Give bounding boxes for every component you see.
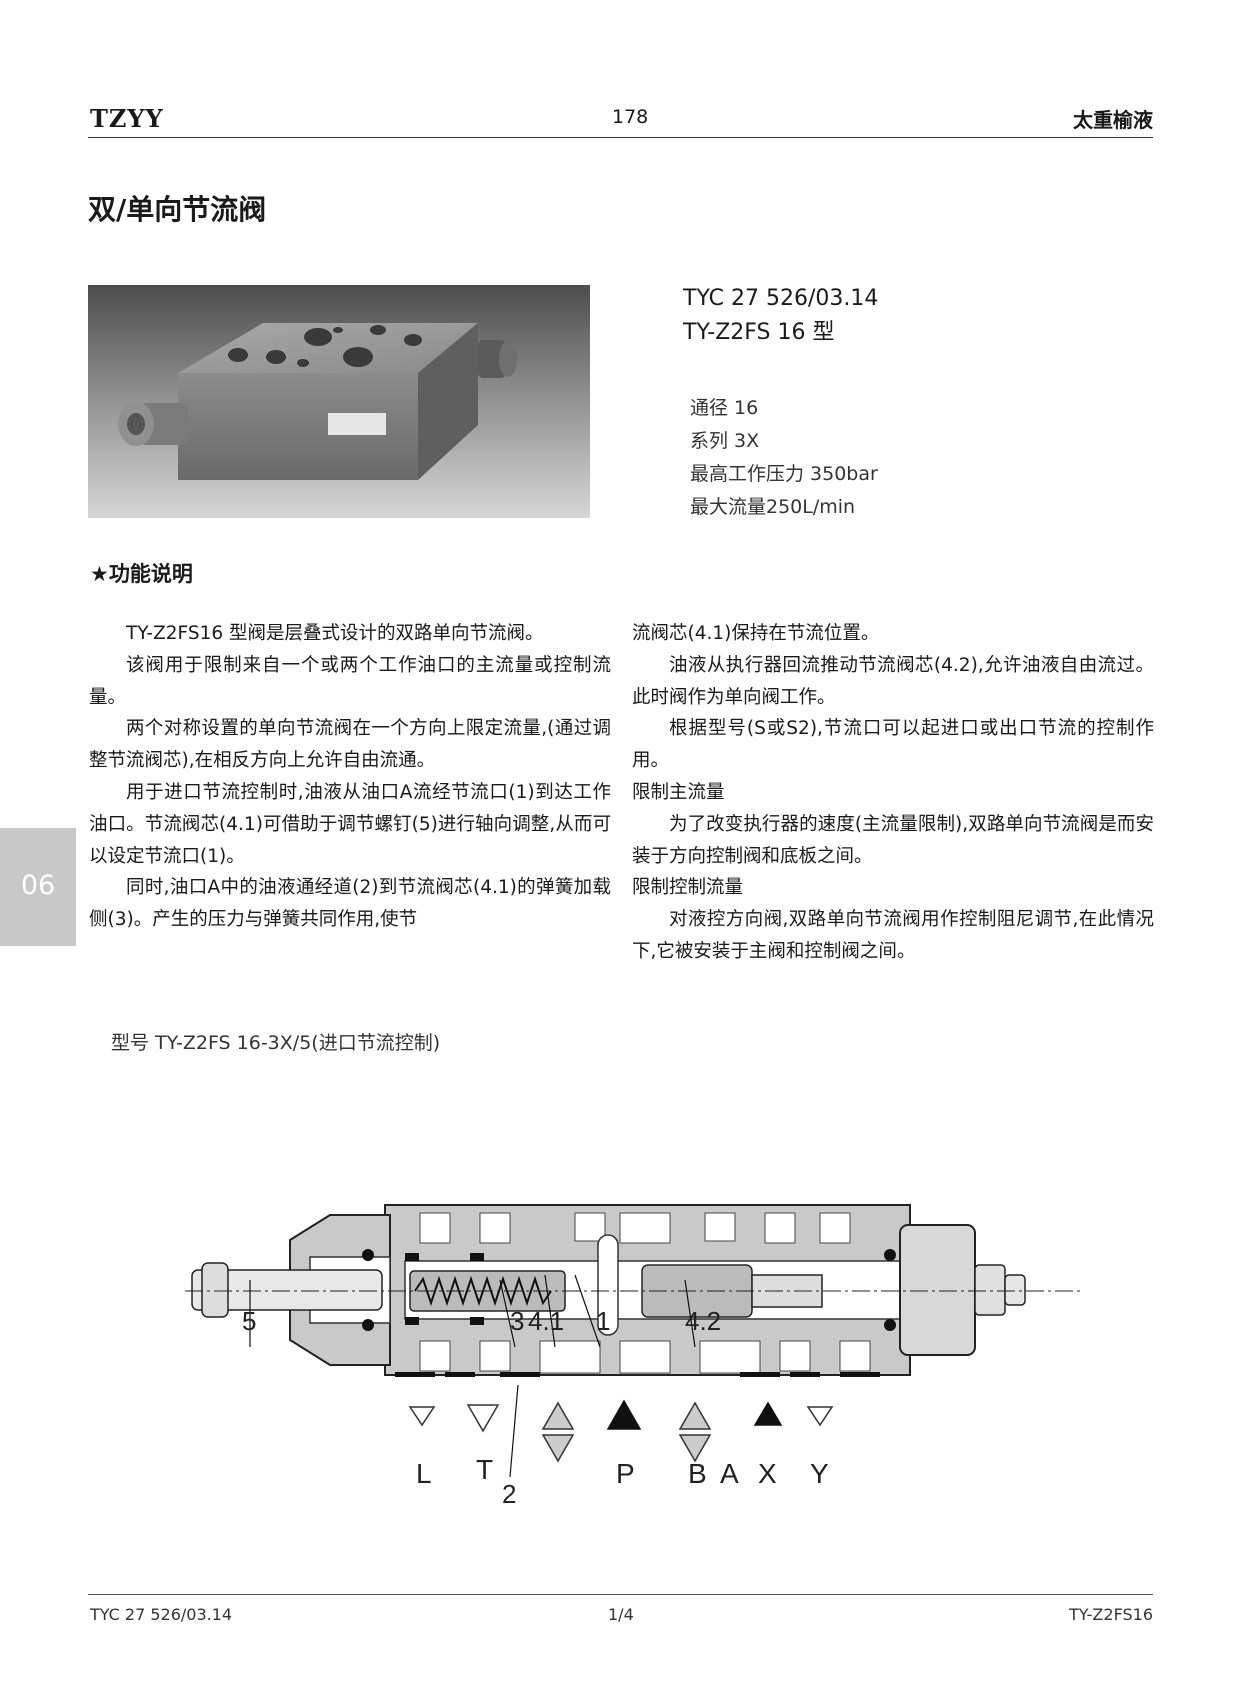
footer-model: TY-Z2FS16 [1069, 1605, 1153, 1624]
paragraph: 对液控方向阀,双路单向节流阀用作控制阻尼调节,在此情况下,它被安装于主阀和控制阀… [632, 909, 1154, 962]
subheading: 限制主流量 [632, 781, 725, 803]
paragraph: 同时,油口A中的油液通经道(2)到节流阀芯(4.1)的弹簧加载侧(3)。产生的压… [89, 877, 611, 931]
paragraph: 两个对称设置的单向节流阀在一个方向上限定流量,(通过调整节流阀芯),在相反方向上… [89, 718, 611, 772]
spec-item: 最高工作压力 350bar [690, 463, 878, 485]
port-label-b: B [688, 1458, 707, 1489]
adjusting-screw [191, 1269, 383, 1311]
footer-doc-code: TYC 27 526/03.14 [90, 1605, 233, 1624]
spec-item: 系列 3X [690, 430, 760, 452]
subheading: 限制控制流量 [632, 877, 744, 899]
port-label-y: Y [810, 1458, 829, 1489]
header-brand: TZYY [90, 104, 164, 133]
port-arrow-t [466, 1404, 500, 1433]
port-label-t: T [476, 1454, 493, 1485]
header-rule [88, 137, 1153, 138]
port-arrow-a-up [541, 1401, 575, 1430]
header-company: 太重榆液 [1073, 108, 1153, 132]
figure-caption: 型号 TY-Z2FS 16-3X/5(进口节流控制) [111, 1032, 441, 1054]
spec-item: 通径 16 [690, 397, 759, 419]
port-label-p: P [616, 1458, 635, 1489]
paragraph: TY-Z2FS16 型阀是层叠式设计的双路单向节流阀。 [126, 623, 544, 644]
paragraph: 流阀芯(4.1)保持在节流位置。 [632, 623, 880, 644]
paragraph: 该阀用于限制来自一个或两个工作油口的主流量或控制流量。 [89, 654, 611, 708]
callout-4-2: 4.2 [685, 1306, 721, 1336]
callout-2: 2 [502, 1479, 516, 1509]
port-arrow-a-down [541, 1434, 575, 1463]
callout-1: 1 [596, 1306, 610, 1336]
port-label-x: X [758, 1458, 777, 1489]
body-column-right: 流阀芯(4.1)保持在节流位置。 油液从执行器回流推动节流阀芯(4.2),允许油… [632, 618, 1154, 968]
right-nut [899, 1224, 976, 1356]
footer-rule [88, 1594, 1153, 1595]
chapter-tab-label: 06 [20, 870, 56, 901]
body-column-left: TY-Z2FS16 型阀是层叠式设计的双路单向节流阀。 该阀用于限制来自一个或两… [89, 618, 611, 936]
port-arrow-p [606, 1399, 642, 1430]
paragraph: 为了改变执行器的速度(主流量限制),双路单向节流阀是而安装于方向控制阀和底板之间… [632, 813, 1154, 867]
paragraph: 用于进口节流控制时,油液从油口A流经节流口(1)到达工作油口。节流阀芯(4.1)… [89, 781, 611, 867]
port-label-a: A [720, 1458, 739, 1489]
port-label-l: L [416, 1458, 432, 1489]
port-arrow-b-down [678, 1434, 712, 1463]
chapter-tab: 06 [0, 828, 76, 946]
spec-list: 通径 16 系列 3X 最高工作压力 350bar 最大流量250L/min [690, 392, 878, 524]
callout-3: 3 [510, 1306, 524, 1336]
port-arrow-b-up [678, 1401, 712, 1430]
spec-code: TYC 27 526/03.14 [683, 286, 879, 311]
port-arrow-y [806, 1406, 834, 1427]
valve-section-diagram: 5 3 4.1 1 4.2 2 L T P B A X Y [185, 1204, 1080, 1509]
port-arrow-x [753, 1401, 783, 1426]
paragraph: 油液从执行器回流推动节流阀芯(4.2),允许油液自由流过。此时阀作为单向阀工作。 [632, 654, 1154, 708]
spec-item: 最大流量250L/min [690, 496, 856, 518]
paragraph: 根据型号(S或S2),节流口可以起进口或出口节流的控制作用。 [632, 718, 1154, 772]
section-title: ★功能说明 [90, 562, 193, 586]
spec-model: TY-Z2FS 16 型 [683, 320, 835, 345]
callout-5: 5 [242, 1306, 256, 1336]
footer-page: 1/4 [608, 1605, 634, 1624]
page-title: 双/单向节流阀 [88, 193, 267, 226]
port-arrow-l [408, 1406, 436, 1427]
spec-block: TYC 27 526/03.14 TY-Z2FS 16 型 [683, 282, 878, 350]
product-photo [88, 285, 590, 518]
header-page-number: 178 [612, 106, 649, 128]
callout-4-1: 4.1 [528, 1306, 564, 1336]
